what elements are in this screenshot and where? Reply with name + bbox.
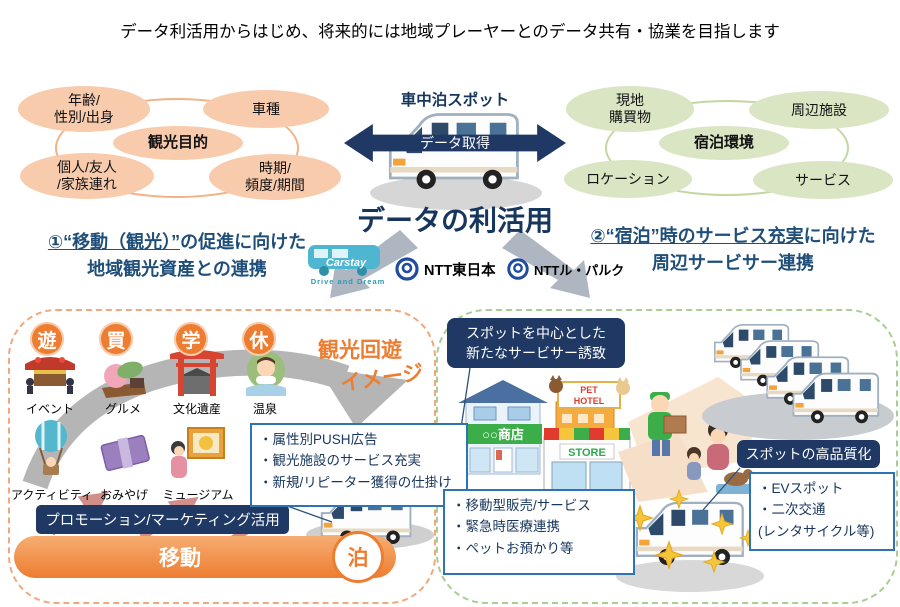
spot-label-omiyage: おみやげ [99, 488, 148, 502]
pet-hotel-sign-line1: PET [580, 385, 598, 395]
tourism-car-ellipse: 車種 [203, 90, 329, 128]
category-circle-rest: 休 [242, 322, 276, 356]
pet-hotel-sign-line2: HOTEL [574, 396, 605, 406]
carstay-van-icon: Carstay [308, 245, 380, 276]
ntt-dynamic-loop-icon [395, 257, 419, 281]
stay-label: 泊 [347, 547, 369, 570]
museum-painting-icon [171, 427, 225, 478]
omiyage-box-icon [100, 434, 150, 472]
tourism-age-ellipse: 年齢/ 性別/出身 [18, 86, 150, 132]
carstay-tagline: Drive and Dream [310, 277, 386, 286]
promotion-box: プロモーション/マーケティング活用 [36, 505, 289, 534]
shop-sign: ○○商店 [482, 427, 524, 442]
rv-fleet-illustration [702, 323, 894, 440]
ntt-leparc-label: NTTル・パルク [534, 262, 625, 278]
circulation-flow-label-1: 観光回遊 [318, 339, 402, 362]
store-sign: STORE [568, 447, 606, 459]
lodging-heading-line2: 周辺サービサー連携 [652, 253, 814, 273]
tourism-heading-underlined: ①“移動（観光）” [47, 232, 181, 252]
spot-label-gourmet: グルメ [104, 402, 141, 416]
tourism-group-ellipse: 個人/友人 /家族連れ [20, 153, 154, 199]
ntt-leparc-loop-icon [507, 258, 529, 280]
tourism-heading-rest: の促進に向けた [180, 232, 307, 252]
lodging-local-ellipse: 現地 購買物 [566, 86, 694, 132]
sparkle-camper-illustration [616, 489, 764, 592]
spot-label-onsen: 温泉 [252, 402, 277, 416]
lodging-heading-underlined: ②“宿泊”時のサービス充実 [590, 226, 804, 246]
lodging-heading-rest: に向けた [803, 226, 876, 246]
activity-balloon-icon [35, 420, 67, 475]
lodging-facility-ellipse: 周辺施設 [749, 91, 889, 129]
shops-illustration: PET HOTEL ○○商店 STORE [458, 375, 631, 491]
tourism-heading: ①“移動（観光）”の促進に向けた 地域観光資産との連携 [8, 229, 346, 283]
spot-label-activity: アクティビティ [11, 488, 93, 502]
spot-label-museum: ミュージアム [162, 488, 234, 502]
spot-label: 車中泊スポット [400, 92, 510, 109]
category-circle-learn: 学 [174, 322, 208, 356]
tourism-heading-line2: 地域観光資産との連携 [87, 259, 267, 279]
tourism-purpose-ellipse: 観光目的 [113, 126, 243, 160]
spot-label-event: イベント [25, 402, 74, 416]
category-circle-play: 遊 [30, 322, 64, 356]
ntt-east-logo: NTT東日本 [394, 256, 496, 282]
carstay-wordmark: Carstay [326, 257, 367, 269]
van-platform [370, 176, 542, 210]
ev-secondary-box: ・EVスポット ・二次交通 (レンタサイクル等) [749, 472, 895, 551]
stay-circle: 泊 [332, 531, 384, 583]
lodging-location-ellipse: ロケーション [564, 160, 692, 198]
ntt-east-label: NTT東日本 [424, 262, 496, 279]
spot-quality-box: スポットの高品質化 [737, 440, 880, 468]
move-label: 移動 [159, 547, 201, 570]
push-ads-box: ・属性別PUSH広告 ・観光施設のサービス充実 ・新規/リピーター獲得の仕掛け [250, 423, 468, 507]
lodging-env-ellipse: 宿泊環境 [659, 126, 789, 160]
category-circle-buy: 買 [99, 322, 133, 356]
lodging-service-ellipse: サービス [753, 161, 893, 199]
mobile-services-box: ・移動型販売/サービス ・緊急時医療連携 ・ペットお預かり等 [443, 489, 635, 575]
lodging-heading: ②“宿泊”時のサービス充実に向けた 周辺サービサー連携 [568, 223, 898, 277]
spot-label-heritage: 文化遺産 [172, 402, 221, 416]
data-utilization-title: データの利活用 [356, 205, 553, 236]
event-festival-icon [25, 357, 75, 394]
tourism-time-ellipse: 時期/ 頻度/期間 [209, 154, 341, 200]
attract-services-box: スポットを中心とした 新たなサービサー誘致 [447, 318, 625, 368]
page-title: データ利活用からはじめ、将来的には地域プレーヤーとのデータ共有・協業を目指します [120, 23, 780, 41]
carstay-logo: Carstay Drive and Dream [302, 241, 394, 286]
onsen-bather-icon [246, 351, 286, 396]
gourmet-food-icon [102, 361, 146, 398]
data-acquire-label: データ取得 [420, 135, 490, 151]
ntt-leparc-logo: NTTル・パルク [506, 257, 624, 281]
